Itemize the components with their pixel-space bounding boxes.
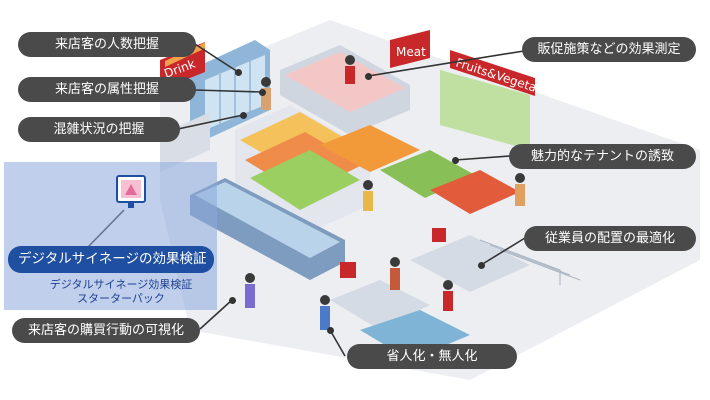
shoppers (245, 55, 525, 330)
connector-dot (235, 69, 242, 76)
connector-dot (452, 157, 459, 164)
connector-dot (229, 297, 236, 304)
callout-congestion: 混雑状況の把握 (18, 117, 180, 142)
callout-signage-effect: デジタルサイネージの効果検証 (8, 246, 214, 273)
signage-highlight-panel (4, 162, 217, 310)
meat-sign-text: Meat (396, 45, 426, 59)
signage-starter-pack: デジタルサイネージ効果検証 スターターパック (36, 278, 206, 306)
number-display (340, 262, 356, 278)
callout-visitor-attributes: 来店客の属性把握 (18, 77, 196, 102)
drink-fridge: Drink (160, 40, 270, 140)
checkout-area (330, 228, 530, 360)
connector-dot (478, 262, 485, 269)
connector-dot (259, 89, 266, 96)
callout-visitor-count: 来店客の人数把握 (18, 32, 196, 57)
callout-purchase-behavior: 来店客の購買行動の可視化 (12, 318, 200, 343)
callout-staff-optimization: 従業員の配置の最適化 (524, 226, 696, 251)
connector-dot (240, 112, 247, 119)
freezer-island (190, 178, 345, 280)
signage-starter-pack-line2: スターターパック (77, 292, 165, 305)
connector-dot (327, 327, 334, 334)
callout-labor-saving: 省人化・無人化 (347, 344, 517, 369)
meat-sign (390, 30, 430, 68)
fruits-sign (450, 50, 535, 96)
callout-promotion-effect: 販促施策などの効果測定 (522, 37, 696, 62)
signage-starter-pack-line1: デジタルサイネージ効果検証 (49, 278, 193, 291)
gift-box (432, 228, 446, 242)
signage-icon (116, 175, 146, 213)
connector-dot (365, 73, 372, 80)
callout-tenant-attraction: 魅力的なテナントの誘致 (509, 144, 696, 169)
meat-counter: Meat (280, 30, 430, 135)
central-shelf (235, 105, 370, 230)
